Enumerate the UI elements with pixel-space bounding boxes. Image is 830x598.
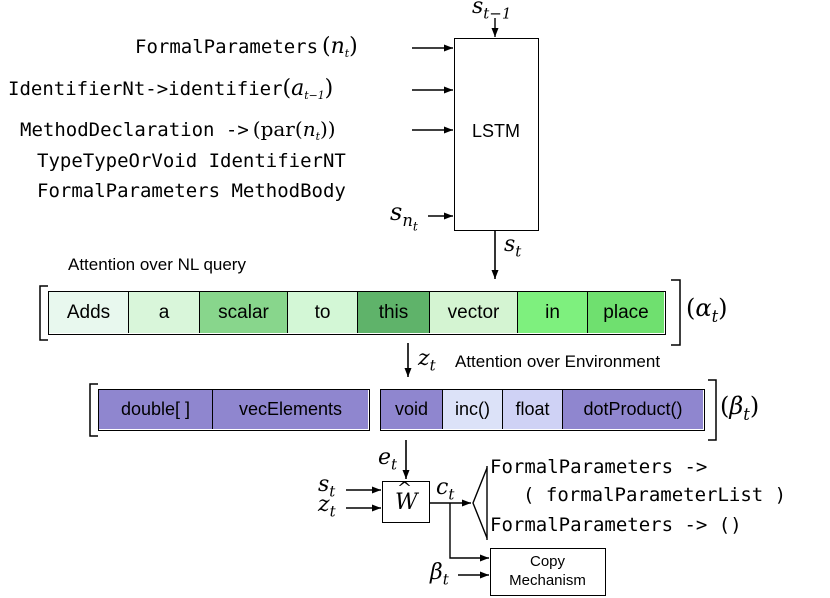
state-input-label: snt (390, 198, 418, 234)
output-rule-1-continuation: ( formalParameterList ) (523, 484, 787, 506)
rule-fan (472, 467, 488, 539)
env-token-group-1: double[ ] vecElements (98, 389, 370, 431)
output-rule-1: FormalParameters -> (490, 456, 708, 478)
beta-symbol: (βt) (720, 392, 760, 424)
nl-token: this (358, 292, 430, 333)
nl-attention-title: Attention over NL query (68, 255, 246, 274)
s-t-label: st (504, 232, 522, 261)
w-label: W (395, 490, 418, 515)
alpha-symbol: (αt) (686, 294, 728, 326)
nl-bracket-right (671, 279, 681, 346)
nl-token-row: Adds a scalar to this vector in place (48, 291, 666, 335)
env-token: vecElements (213, 390, 368, 429)
nl-token: to (288, 292, 358, 333)
env-token: void (381, 390, 443, 429)
env-token-group-2: void inc() float dotProduct() (380, 389, 705, 431)
nl-token: a (129, 292, 200, 333)
rule-continuation-1: TypeTypeOrVoid IdentifierNT (37, 150, 346, 172)
nl-token: place (588, 292, 664, 333)
nl-bracket-left (39, 285, 48, 341)
copy-label: Copy (529, 553, 566, 570)
s-prev-label: st−1 (472, 0, 512, 23)
env-token: inc() (443, 390, 503, 429)
nl-token: in (518, 292, 588, 333)
env-bracket-right (708, 379, 717, 441)
w-hat-accent: ^ (397, 478, 413, 499)
z-t-input-label: zt (318, 492, 336, 521)
env-token: dotProduct() (563, 390, 703, 429)
rule-continuation-2: FormalParameters MethodBody (37, 180, 346, 202)
lstm-label: LSTM (471, 121, 520, 141)
nl-token: Adds (49, 292, 129, 333)
copy-mechanism-box: Copy Mechanism (490, 548, 606, 596)
z-t-label: zt (418, 346, 436, 375)
c-t-label: ct (436, 475, 455, 504)
beta-t-copy-label: βt (430, 560, 449, 589)
lstm-input-2: IdentifierNt->identifier(at−1) (8, 76, 334, 103)
nl-token: scalar (200, 292, 288, 333)
env-token: float (503, 390, 563, 429)
lstm-cell: LSTM (454, 38, 539, 231)
env-attention-title: Attention over Environment (455, 352, 661, 371)
env-token: double[ ] (99, 390, 213, 429)
mechanism-label: Mechanism (509, 572, 586, 589)
lstm-input-3: MethodDeclaration -> (par(nt)) (20, 117, 336, 144)
output-rule-2: FormalParameters -> () (490, 514, 742, 536)
lstm-input-1: FormalParameters (nt) (135, 34, 358, 61)
env-bracket-left (89, 383, 98, 437)
w-hat-box: ^ W (382, 478, 430, 523)
e-t-label: et (378, 445, 398, 474)
arrow-to-copy (449, 503, 489, 562)
s-t-input-label: st (318, 472, 336, 501)
nl-token: vector (430, 292, 518, 333)
